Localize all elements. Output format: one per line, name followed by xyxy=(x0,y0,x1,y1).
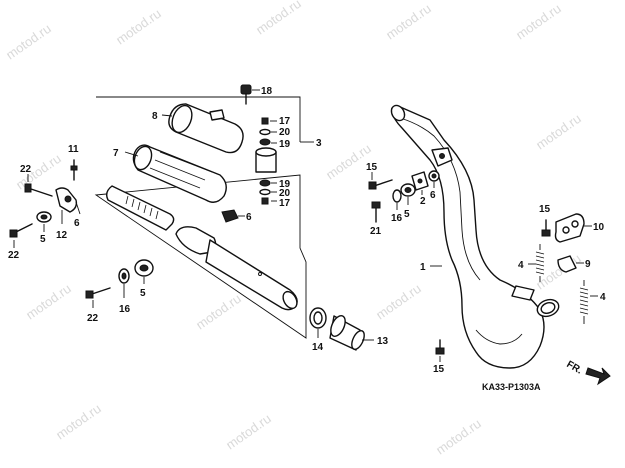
clip-part-9 xyxy=(557,255,577,273)
callout-3: 3 xyxy=(316,138,322,149)
watermark: motod.ru xyxy=(533,111,584,153)
watermark: motod.ru xyxy=(23,281,74,323)
callout-12: 12 xyxy=(56,230,68,241)
bracket-part-2 xyxy=(411,171,429,191)
callout-16: 16 xyxy=(119,304,131,315)
bolt-part-15 xyxy=(368,179,393,190)
spring-part-4 xyxy=(535,244,545,282)
joint-part-13 xyxy=(329,315,365,351)
callout-6: 6 xyxy=(246,212,252,223)
watermark: motod.ru xyxy=(383,1,434,43)
callout-22: 22 xyxy=(8,250,20,261)
leader-line xyxy=(124,151,139,157)
watermark: motod.ru xyxy=(53,401,104,443)
callout-10: 10 xyxy=(593,222,605,233)
callout-1: 1 xyxy=(420,262,426,273)
watermark: motod.ru xyxy=(113,6,164,48)
callout-9: 9 xyxy=(585,259,591,270)
callout-19: 19 xyxy=(279,139,291,150)
bracket-part-12 xyxy=(55,187,78,213)
front-direction-label: FR. xyxy=(565,359,585,377)
callout-11: 11 xyxy=(68,144,79,155)
watermark: motod.ru xyxy=(193,291,244,333)
watermark: motod.ru xyxy=(253,0,304,37)
bolt-part-22 xyxy=(85,287,111,299)
silencer-assembly-frame xyxy=(94,96,307,339)
hardware-stack-lower xyxy=(259,179,271,205)
callout-4: 4 xyxy=(518,260,524,271)
callout-22: 22 xyxy=(87,313,99,324)
callout-15: 15 xyxy=(366,162,378,173)
bolt-part-15 xyxy=(435,339,445,355)
bolt-part-11 xyxy=(70,159,78,181)
callout-19: 19 xyxy=(279,179,291,190)
front-direction-arrow-icon xyxy=(585,367,611,386)
grommet-part-6 xyxy=(221,209,239,223)
collar-part-16 xyxy=(392,189,402,203)
spring-part-4 xyxy=(579,280,589,324)
callout-14: 14 xyxy=(312,342,324,353)
callout-5: 5 xyxy=(404,209,410,220)
watermark: motod.ru xyxy=(373,281,424,323)
grommet-part-6 xyxy=(428,170,440,182)
callout-15: 15 xyxy=(539,204,551,215)
watermark: motod.ru xyxy=(433,416,484,458)
inner-collar xyxy=(255,147,277,173)
callout-6: 6 xyxy=(74,218,80,229)
callout-8: 8 xyxy=(152,111,158,122)
callout-21: 21 xyxy=(370,226,382,237)
silencer-shell-part-8 xyxy=(168,103,244,154)
callout-20: 20 xyxy=(279,188,291,199)
silencer-core-tailpipe xyxy=(105,185,298,311)
callout-20: 20 xyxy=(279,127,291,138)
watermark: motod.ru xyxy=(223,411,274,453)
silencer-packing-part-7 xyxy=(132,144,227,203)
grommet-part-5 xyxy=(400,183,416,197)
callout-2: 2 xyxy=(420,196,426,207)
callout-6: 6 xyxy=(430,190,436,201)
callout-13: 13 xyxy=(377,336,389,347)
bracket-part-10 xyxy=(554,213,585,243)
bolt-part-21 xyxy=(371,201,381,223)
callout-16: 16 xyxy=(391,213,403,224)
callout-5: 5 xyxy=(140,288,146,299)
hardware-stack-upper xyxy=(259,117,271,146)
callout-5: 5 xyxy=(40,234,46,245)
leader-line xyxy=(75,201,81,215)
leader-line xyxy=(161,114,173,117)
bolt-part-18 xyxy=(240,84,252,105)
callout-15: 15 xyxy=(433,364,445,375)
watermark: motod.ru xyxy=(513,1,564,43)
bolt-part-15 xyxy=(541,219,551,237)
expansion-chamber-part-1 xyxy=(390,104,560,369)
grommet-part-5 xyxy=(36,211,52,223)
callout-17: 17 xyxy=(279,116,291,127)
bolt-part-22 xyxy=(24,183,53,197)
callout-4: 4 xyxy=(600,292,606,303)
grommet-part-5 xyxy=(134,259,154,277)
callout-7: 7 xyxy=(113,148,119,159)
ring-part-14 xyxy=(309,307,327,329)
diagram-code: KA33-P1303A xyxy=(482,382,541,392)
collar-part-16 xyxy=(118,268,130,284)
watermark: motod.ru xyxy=(3,21,54,63)
callout-22: 22 xyxy=(20,164,32,175)
callout-17: 17 xyxy=(279,198,291,209)
bolt-part-22 xyxy=(9,223,33,238)
callout-18: 18 xyxy=(261,86,273,97)
